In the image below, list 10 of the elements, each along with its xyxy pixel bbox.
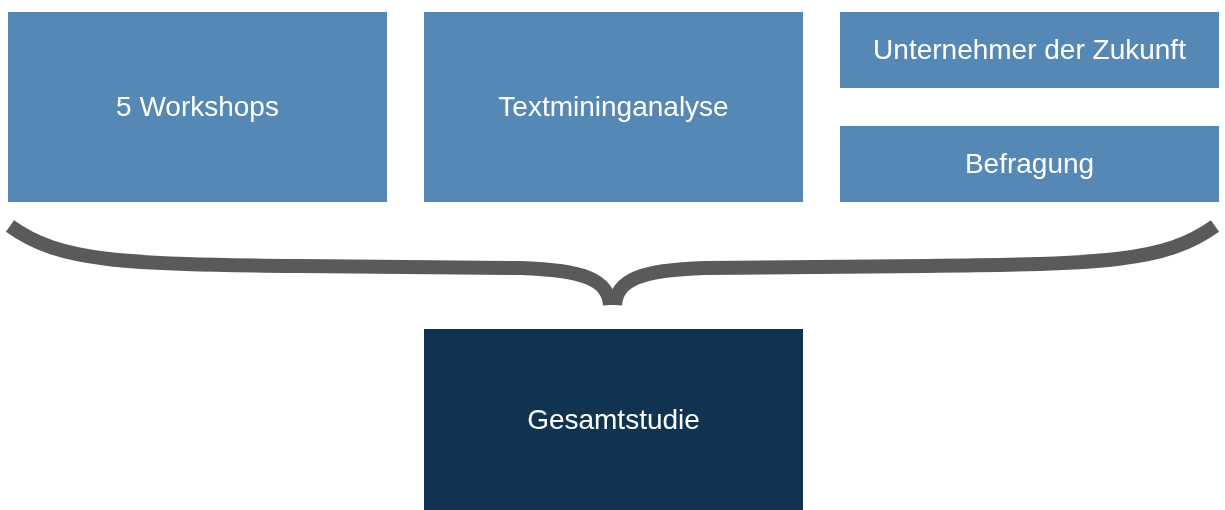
process-box (840, 126, 1219, 202)
process-box (424, 12, 803, 202)
process-box (424, 329, 803, 510)
process-box (840, 12, 1219, 88)
box-label: Befragung (964, 148, 1095, 180)
box-label: 5 Workshops (116, 91, 279, 123)
box-label: Textmininganalyse (498, 91, 729, 123)
process-box (8, 12, 387, 202)
box-label: Unternehmer der Zukunft (873, 34, 1186, 66)
box-label: Gesamtstudie (527, 403, 700, 436)
